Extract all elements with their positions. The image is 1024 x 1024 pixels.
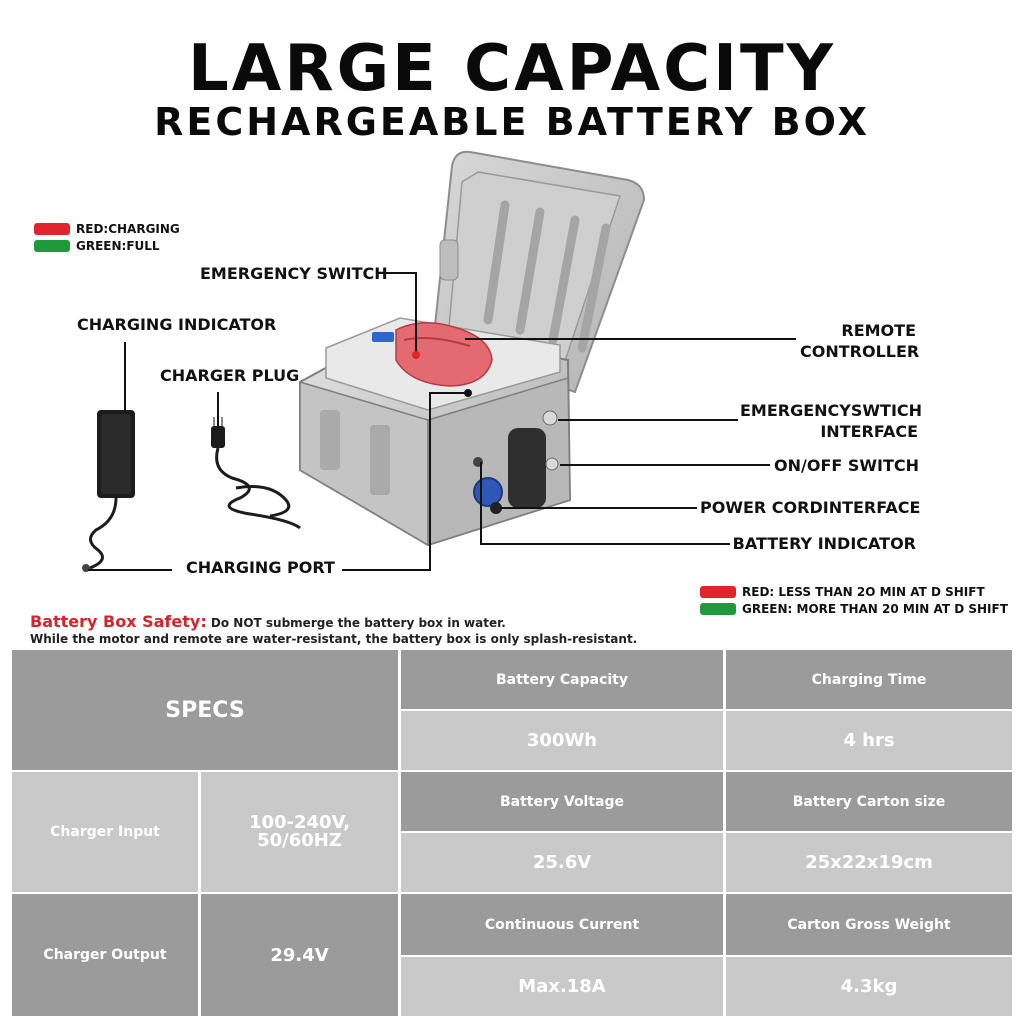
charger-brick: [82, 410, 135, 572]
continuous-current-label: Continuous Current: [401, 894, 723, 955]
callout-emergency-interface-line2: INTERFACE: [820, 422, 918, 441]
carton-size-value: 25x22x19cm: [726, 833, 1012, 892]
charger-input-label: Charger Input: [12, 772, 198, 892]
legend-battery-low-label: RED: LESS THAN 2O MIN AT D SHIFT: [742, 585, 985, 599]
charger-input-value: 100-240V, 50/60HZ: [201, 772, 398, 892]
callout-on-off-switch: ON/OFF SWITCH: [774, 456, 920, 475]
battery-capacity-label: Battery Capacity: [401, 650, 723, 709]
battery-voltage-label: Battery Voltage: [401, 772, 723, 831]
callout-remote-controller: REMOTE CONTROLLER: [800, 320, 920, 362]
battery-capacity-value: 300Wh: [401, 711, 723, 770]
legend-battery-high-label: GREEN: MORE THAN 20 MIN AT D SHIFT: [742, 602, 1008, 616]
safety-heading: Battery Box Safety:: [30, 612, 207, 631]
callout-emergency-interface: EMERGENCYSWTICH INTERFACE: [740, 400, 923, 442]
legend-full: GREEN:FULL: [34, 239, 160, 253]
callout-remote-line1: REMOTE: [841, 321, 916, 340]
callout-charger-plug: CHARGER PLUG: [160, 366, 300, 385]
charging-time-label: Charging Time: [726, 650, 1012, 709]
charger-plug: [211, 417, 301, 530]
charging-time-value: 4 hrs: [726, 711, 1012, 770]
charger-input-value-line2: 50/60HZ: [257, 830, 342, 851]
callout-lines: [88, 272, 796, 571]
red-swatch-icon: [700, 586, 736, 598]
safety-notice: Battery Box Safety: Do NOT submerge the …: [30, 612, 506, 631]
callout-power-cord-interface: POWER CORDINTERFACE: [700, 498, 921, 517]
page-title: LARGE CAPACITY: [188, 32, 836, 106]
callout-charging-port: CHARGING PORT: [186, 558, 335, 577]
box-body: [299, 317, 572, 547]
green-swatch-icon: [700, 603, 736, 615]
legend-charging-label: RED:CHARGING: [76, 222, 180, 236]
charger-output-label: Charger Output: [12, 894, 198, 1016]
gross-weight-label: Carton Gross Weight: [726, 894, 1012, 955]
carton-size-label: Battery Carton size: [726, 772, 1012, 831]
gross-weight-value: 4.3kg: [726, 957, 1012, 1016]
callout-emergency-interface-line1: EMERGENCYSWTICH: [740, 401, 923, 420]
red-swatch-icon: [34, 223, 70, 235]
charger-output-value: 29.4V: [201, 894, 398, 1016]
callout-emergency-switch: EMERGENCY SWITCH: [200, 264, 388, 283]
charger-input-value-line1: 100-240V,: [248, 812, 351, 833]
safety-line2: While the motor and remote are water-res…: [30, 632, 638, 646]
green-swatch-icon: [34, 240, 70, 252]
continuous-current-value: Max.18A: [401, 957, 723, 1016]
specs-table: SPECS Battery Capacity Charging Time 300…: [12, 650, 1012, 1016]
safety-line1: Do NOT submerge the battery box in water…: [210, 616, 506, 630]
callout-remote-line2: CONTROLLER: [800, 342, 920, 361]
legend-charging: RED:CHARGING: [34, 222, 180, 236]
legend-full-label: GREEN:FULL: [76, 239, 160, 253]
battery-box-illustration: [82, 150, 796, 572]
legend-battery-high: GREEN: MORE THAN 20 MIN AT D SHIFT: [700, 602, 1008, 616]
legend-battery-low: RED: LESS THAN 2O MIN AT D SHIFT: [700, 585, 985, 599]
specs-title: SPECS: [12, 650, 398, 770]
callout-charging-indicator: CHARGING INDICATOR: [77, 315, 277, 334]
callout-battery-indicator: BATTERY INDICATOR: [732, 534, 916, 553]
battery-voltage-value: 25.6V: [401, 833, 723, 892]
page-subtitle: RECHARGEABLE BATTERY BOX: [154, 100, 870, 144]
